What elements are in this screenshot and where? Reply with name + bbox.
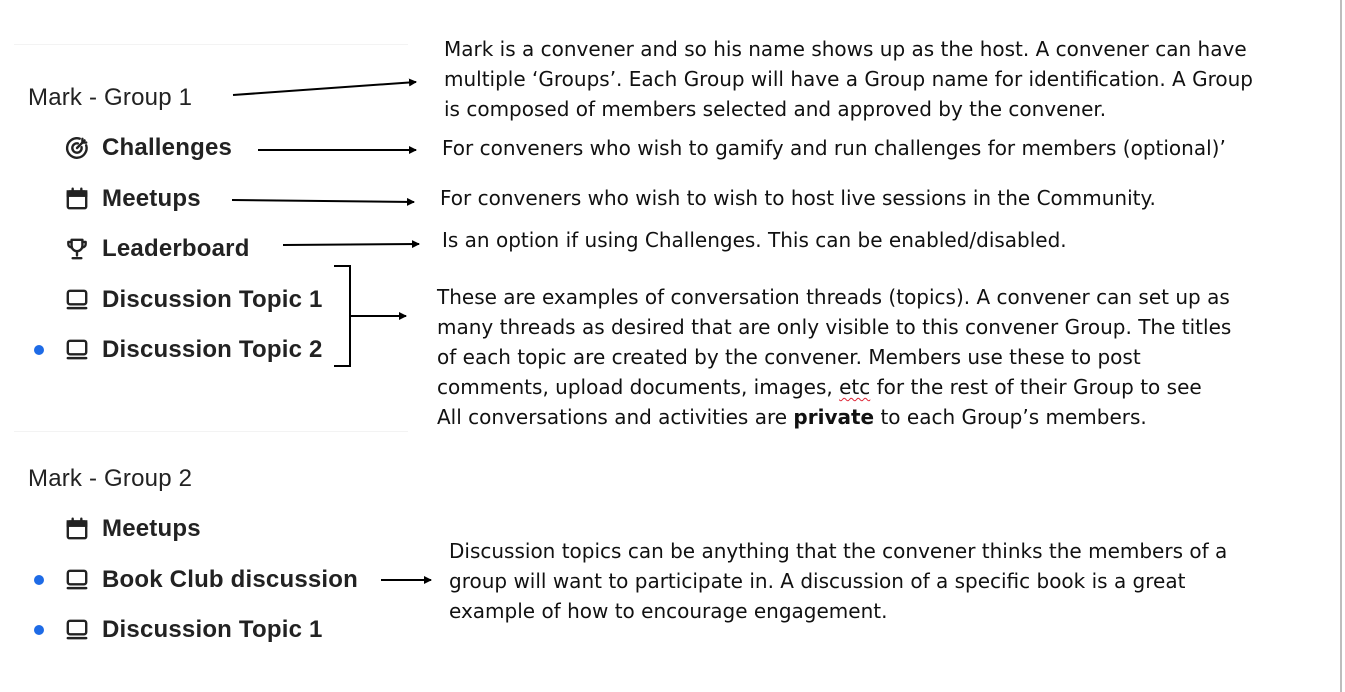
- target-icon: [64, 135, 90, 161]
- note-bold-text: private: [793, 405, 875, 429]
- note-line: of each topic are created by the convene…: [437, 345, 1141, 369]
- monitor-icon: [64, 337, 90, 363]
- spellcheck-mark: etc: [839, 375, 871, 399]
- note-line: Mark is a convener and so his name shows…: [444, 37, 1247, 61]
- sidebar-item-challenges[interactable]: Challenges: [64, 132, 232, 164]
- note-meetups: For conveners who wish to wish to host l…: [440, 183, 1156, 213]
- note-line: group will want to participate in. A dis…: [449, 569, 1186, 593]
- sidebar-item-leaderboard[interactable]: Leaderboard: [64, 233, 250, 265]
- monitor-icon: [64, 287, 90, 313]
- sidebar-item-label: Book Club discussion: [102, 566, 359, 593]
- group-2-title[interactable]: Mark - Group 2: [28, 465, 193, 492]
- sidebar-item-label: Leaderboard: [102, 235, 250, 262]
- trophy-icon: [64, 236, 90, 262]
- sidebar-item-discussion-topic-1[interactable]: Discussion Topic 1: [64, 284, 323, 316]
- sidebar-item-label: Challenges: [102, 134, 233, 161]
- sidebar-item-label: Meetups: [102, 515, 201, 542]
- sidebar-item-discussion-topic-1[interactable]: Discussion Topic 1: [64, 614, 323, 646]
- note-line: comments, upload documents, images, etc …: [437, 372, 1231, 402]
- note-challenges: For conveners who wish to gamify and run…: [442, 133, 1226, 163]
- note-line: many threads as desired that are only vi…: [437, 315, 1232, 339]
- group-1-title[interactable]: Mark - Group 1: [28, 84, 193, 111]
- monitor-icon: [64, 567, 90, 593]
- sidebar-item-meetups[interactable]: Meetups: [64, 183, 201, 215]
- note-line: Discussion topics can be anything that t…: [449, 539, 1228, 563]
- note-book-club: Discussion topics can be anything that t…: [449, 536, 1227, 626]
- sidebar-item-meetups[interactable]: Meetups: [64, 513, 201, 545]
- unread-dot: [34, 575, 44, 585]
- note-line: Is an option if using Challenges. This c…: [442, 228, 1067, 252]
- note-group: Mark is a convener and so his name shows…: [444, 34, 1253, 124]
- sidebar-item-label: Discussion Topic 2: [102, 336, 323, 363]
- sidebar-item-label: Discussion Topic 1: [102, 616, 323, 643]
- note-line: For conveners who wish to wish to host l…: [440, 186, 1156, 210]
- note-line: These are examples of conversation threa…: [437, 285, 1230, 309]
- calendar-icon: [64, 516, 90, 542]
- sidebar-panel-group-1: [14, 44, 408, 432]
- note-topics: These are examples of conversation threa…: [437, 282, 1231, 432]
- sidebar-item-discussion-topic-2[interactable]: Discussion Topic 2: [64, 334, 323, 366]
- unread-dot: [34, 625, 44, 635]
- note-line: is composed of members selected and appr…: [444, 97, 1107, 121]
- note-line: multiple ‘Groups’. Each Group will have …: [444, 67, 1253, 91]
- sidebar-item-label: Meetups: [102, 185, 201, 212]
- note-line: example of how to encourage engagement.: [449, 599, 888, 623]
- note-line: For conveners who wish to gamify and run…: [442, 136, 1226, 160]
- note-text: All conversations and activities are: [437, 405, 794, 429]
- sidebar-item-book-club-discussion[interactable]: Book Club discussion: [64, 564, 358, 596]
- page-edge: [1340, 0, 1342, 692]
- sidebar-item-label: Discussion Topic 1: [102, 286, 323, 313]
- note-text: to each Group’s members.: [874, 405, 1147, 429]
- note-leaderboard: Is an option if using Challenges. This c…: [442, 225, 1067, 255]
- unread-dot: [34, 345, 44, 355]
- note-line: All conversations and activities are pri…: [437, 402, 1231, 432]
- note-line-text: comments, upload documents, images, etc …: [437, 375, 1202, 399]
- monitor-icon: [64, 617, 90, 643]
- calendar-icon: [64, 186, 90, 212]
